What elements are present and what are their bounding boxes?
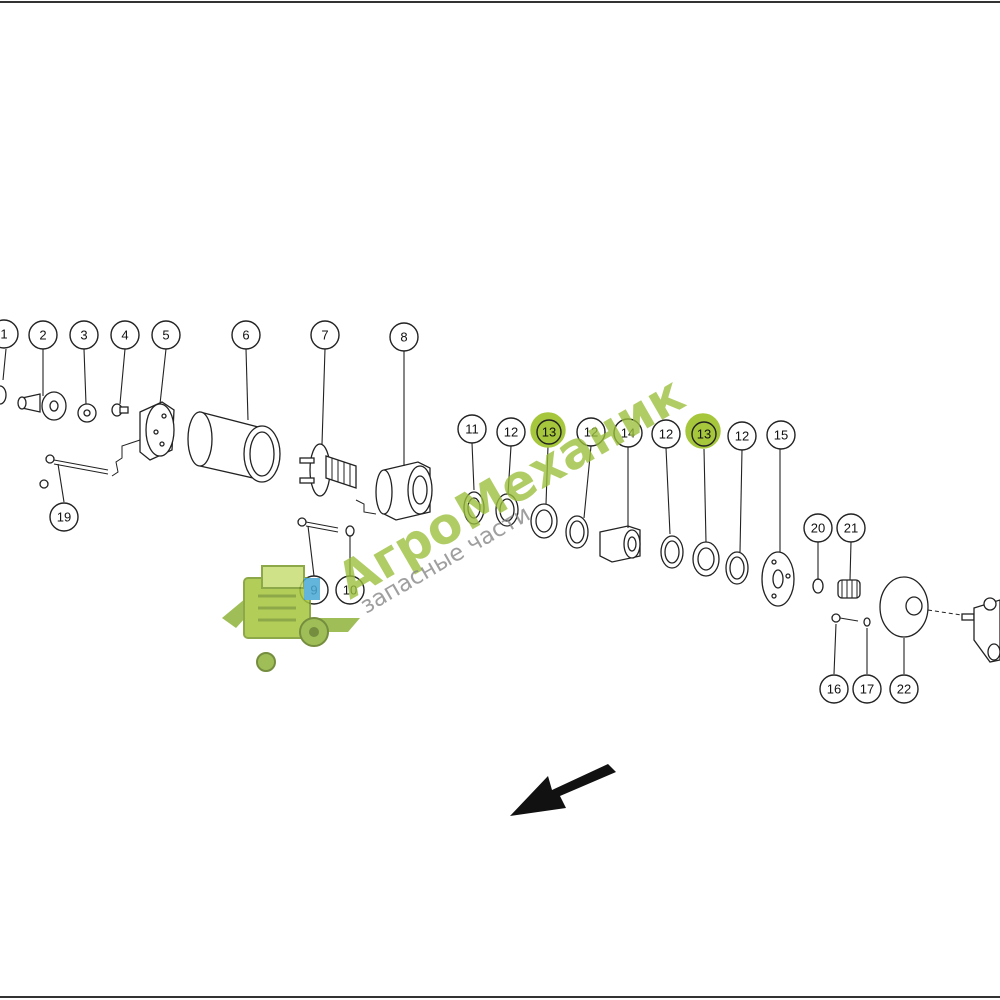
svg-text:21: 21 [844, 521, 858, 536]
svg-text:12: 12 [659, 427, 673, 442]
svg-text:10: 10 [343, 583, 357, 598]
part-15-flange [761, 551, 795, 607]
svg-text:13: 13 [697, 427, 711, 442]
part-6-sleeve [187, 411, 281, 483]
arrow-down-left-icon [510, 764, 616, 816]
callout-7: 7 [310, 320, 340, 350]
part-10-washer [345, 525, 355, 537]
svg-text:12: 12 [735, 429, 749, 444]
part-3-nut [77, 403, 97, 423]
svg-text:20: 20 [811, 521, 825, 536]
callout-13-b-highlighted: 13 [685, 413, 721, 449]
callout-4: 4 [110, 320, 140, 350]
svg-text:19: 19 [57, 510, 71, 525]
callout-6: 6 [231, 320, 261, 350]
callout-1: 1 [0, 319, 19, 349]
svg-text:6: 6 [242, 328, 249, 343]
svg-text:13: 13 [542, 425, 556, 440]
svg-text:3: 3 [80, 328, 87, 343]
part-22-hub [879, 576, 969, 638]
part-17-washer [863, 617, 871, 627]
callout-8: 8 [389, 322, 419, 352]
callout-16: 16 [819, 674, 849, 704]
part-motor [961, 597, 1000, 663]
svg-text:22: 22 [897, 682, 911, 697]
callout-12-c: 12 [651, 419, 681, 449]
part-12-shim-c [660, 535, 684, 569]
svg-text:1: 1 [0, 327, 7, 342]
svg-text:16: 16 [827, 682, 841, 697]
callout-19: 19 [49, 502, 79, 532]
svg-text:12: 12 [584, 425, 598, 440]
callout-17: 17 [852, 674, 882, 704]
combine-harvester-icon [222, 565, 360, 672]
callout-5: 5 [151, 320, 181, 350]
svg-text:11: 11 [465, 422, 479, 437]
svg-text:7: 7 [321, 328, 328, 343]
connector-mid [355, 499, 377, 515]
part-13-bearing-a [530, 503, 558, 539]
callout-12-b: 12 [576, 417, 606, 447]
part-2-pin [17, 391, 67, 421]
callout-14: 14 [613, 418, 643, 448]
part-20-nut [812, 578, 824, 594]
part-7-hub [299, 443, 357, 497]
svg-text:14: 14 [621, 426, 635, 441]
watermark: АгроМеханик запасные части [222, 365, 694, 672]
part-12-shim-d [725, 551, 749, 585]
dashed-connector-left [111, 439, 141, 477]
part-13-bearing-b [692, 541, 720, 577]
part-1 [0, 385, 7, 405]
svg-text:2: 2 [39, 328, 46, 343]
part-9-bolt [297, 517, 339, 533]
svg-text:4: 4 [121, 328, 128, 343]
callout-2: 2 [28, 320, 58, 350]
callout-15: 15 [766, 420, 796, 450]
callout-22: 22 [889, 674, 919, 704]
part-16-bolt [831, 613, 859, 623]
part-21-gear [837, 579, 861, 599]
callout-12-a: 12 [496, 417, 526, 447]
callout-3: 3 [69, 320, 99, 350]
part-12-shim-a [495, 493, 519, 527]
callout-11: 11 [457, 414, 487, 444]
callout-13-a-highlighted: 13 [530, 412, 566, 448]
callout-12-d: 12 [727, 421, 757, 451]
part-5-flange [139, 401, 175, 461]
svg-text:5: 5 [162, 328, 169, 343]
part-4-bolt [111, 403, 129, 417]
callout-10: 10 [335, 575, 365, 605]
part-11-ring [463, 491, 485, 525]
svg-text:8: 8 [400, 330, 407, 345]
callout-20: 20 [803, 513, 833, 543]
part-19-long-bolt [39, 454, 109, 489]
part-14-bushing [599, 525, 641, 563]
leader-lines [2, 348, 905, 675]
svg-text:15: 15 [774, 428, 788, 443]
svg-text:12: 12 [504, 425, 518, 440]
part-12-shim-b [565, 515, 589, 549]
svg-text:17: 17 [860, 682, 874, 697]
part-8-bearing-housing [375, 461, 433, 521]
callout-21: 21 [836, 513, 866, 543]
